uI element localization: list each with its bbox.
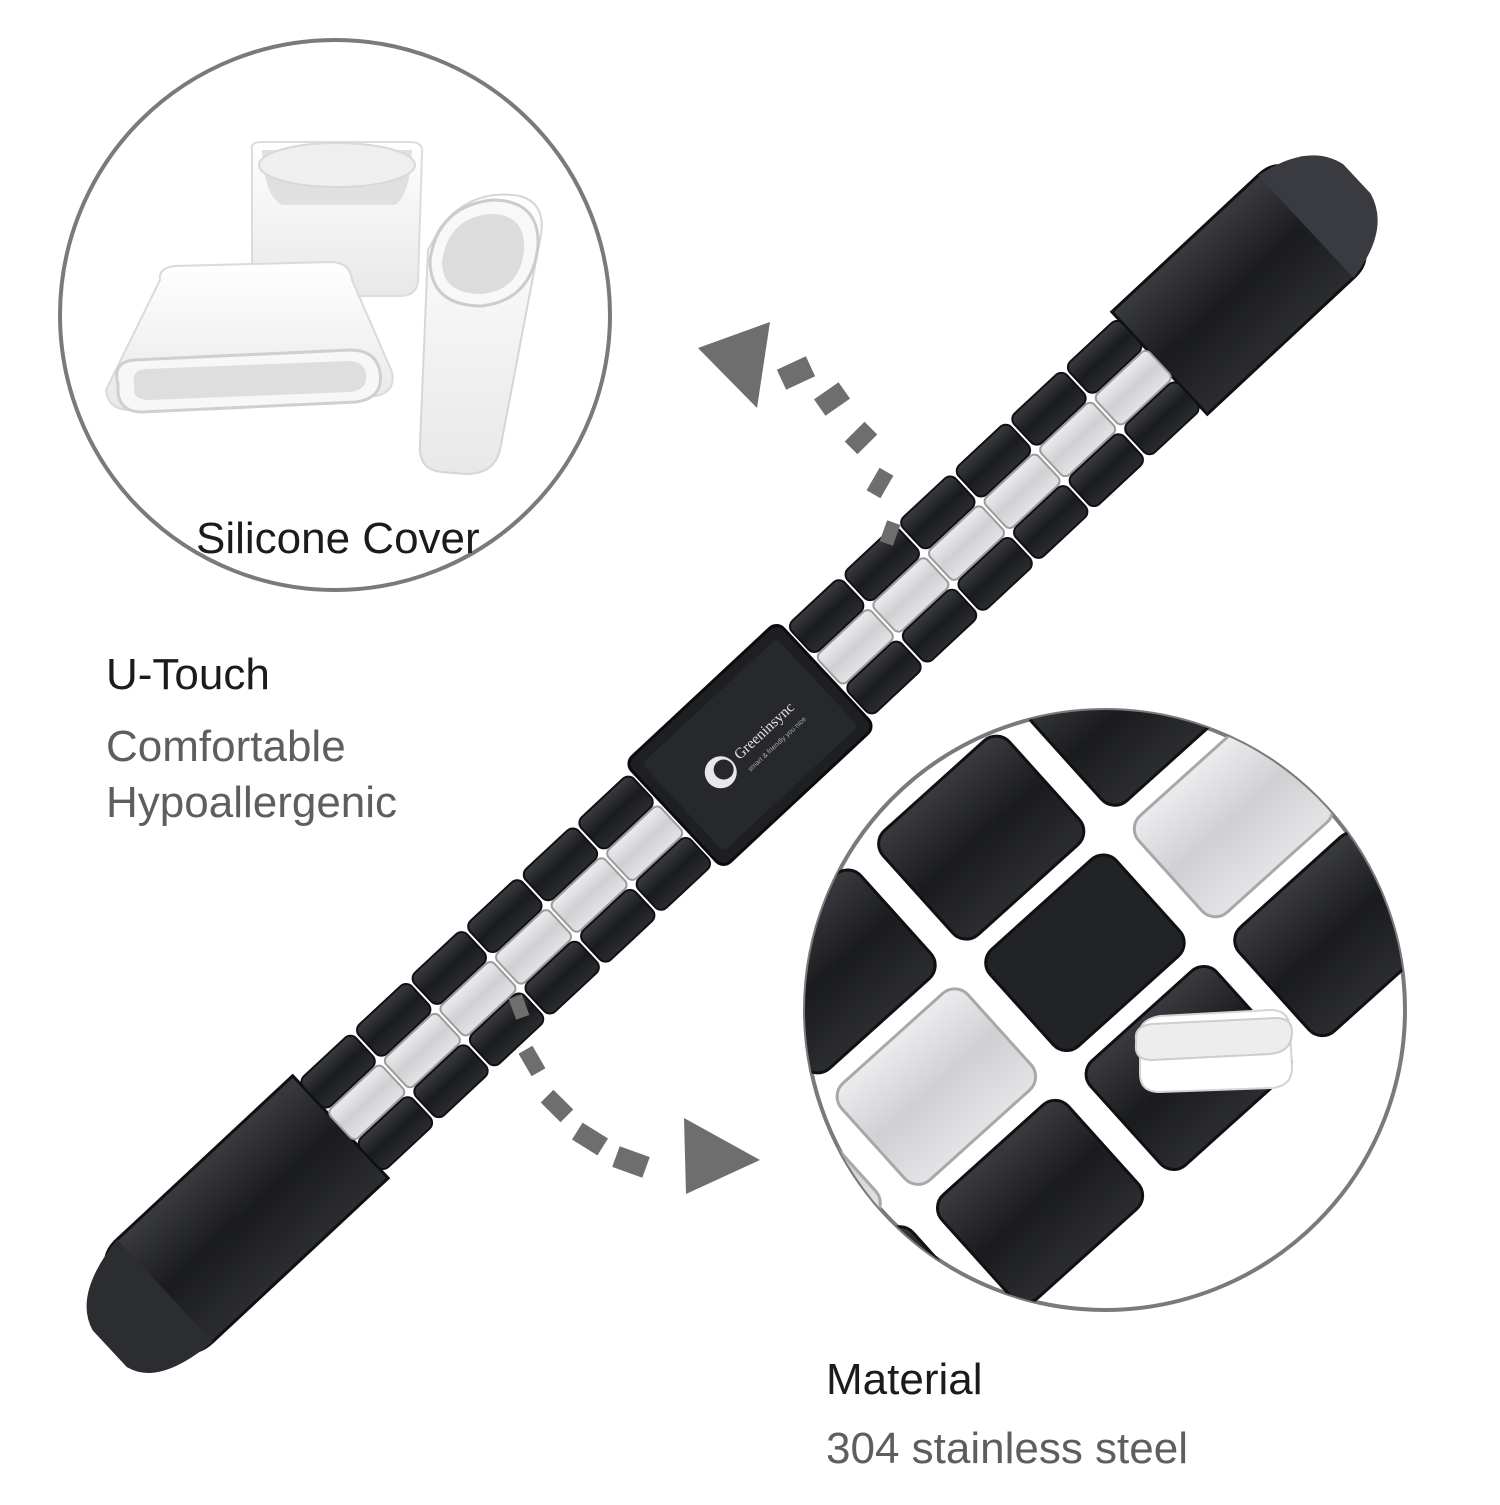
silicone-cover-pieces: [104, 141, 543, 476]
closeup-row-2: [805, 868, 1145, 1305]
material-title: Material: [826, 1355, 983, 1404]
band-link-group: [300, 320, 1200, 1170]
feature-hypoallergenic: Hypoallergenic: [106, 778, 398, 827]
link-closeup: [805, 710, 1405, 1310]
silicone-loop-front: [104, 260, 394, 414]
band-clasp: [627, 624, 873, 866]
silicone-cover-magnifier: [58, 38, 612, 592]
band-links: [300, 320, 1200, 1170]
silicone-loop-standing: [418, 193, 543, 476]
material-detail: 304 stainless steel: [826, 1424, 1188, 1473]
feature-comfortable: Comfortable: [106, 722, 346, 771]
dotted-curved-arrow-up-left-icon: [698, 322, 901, 546]
stainless-steel-magnifier: [803, 708, 1407, 1312]
band-end-top: [1109, 155, 1378, 417]
watch-band: [86, 155, 1378, 1373]
u-touch-title: U-Touch: [106, 650, 270, 699]
closeup-silicone-cover: [1134, 1008, 1294, 1094]
band-end-bottom: [86, 1073, 391, 1373]
silicone-cover-title: Silicone Cover: [196, 514, 480, 563]
dotted-curved-arrow-down-right-icon: [508, 994, 760, 1194]
brand-logo-icon: [704, 756, 737, 789]
silicone-loop-back: [250, 141, 424, 297]
